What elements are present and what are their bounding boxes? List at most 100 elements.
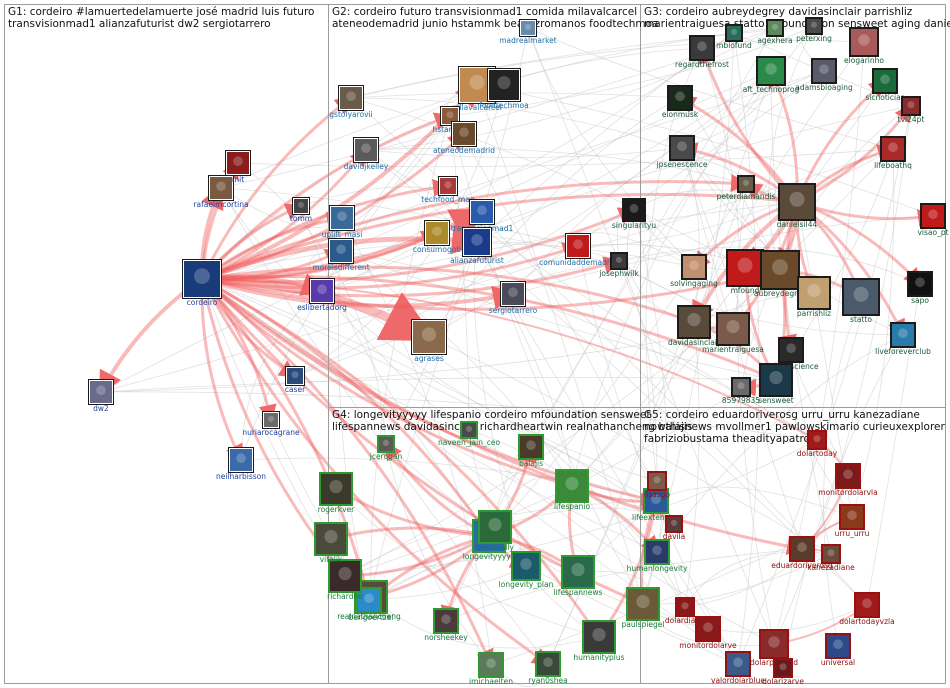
node-davila[interactable]: davila: [663, 516, 686, 542]
avatar-portrait-icon: [520, 558, 531, 569]
avatar-portrait-icon: [477, 205, 487, 215]
avatar-portrait-icon: [317, 284, 327, 294]
avatar-portrait-icon: [737, 382, 744, 389]
group-title-g4-line2: lifespannews davidasinclair richardheart…: [332, 421, 692, 433]
node-brentnally[interactable]: brentnally: [476, 511, 515, 553]
group-title-g1-line2: transvisionmad1 alianzafuturist dw2 serg…: [8, 18, 271, 30]
node-label: humanityplus: [573, 653, 624, 662]
node-imichaelten[interactable]: imichaelten: [469, 653, 513, 687]
node-davidjkelley[interactable]: davidjkelley: [344, 138, 389, 172]
node-label: jpsenescence: [656, 160, 708, 169]
node-aft_technoprog[interactable]: aft_technoprog: [743, 57, 800, 95]
node-label: agexhera: [757, 36, 792, 45]
node-cordeiro[interactable]: cordeiro: [183, 260, 222, 308]
node-label: uplift_masi: [322, 230, 363, 239]
avatar-portrait-icon: [337, 211, 347, 221]
node-label: parrishliz: [797, 309, 831, 318]
node-neilharbisson[interactable]: neilharbisson: [216, 448, 266, 482]
avatar-portrait-icon: [233, 156, 243, 166]
node-ryan0shea[interactable]: ryan0shea: [528, 652, 568, 686]
avatar-portrait-icon: [915, 277, 925, 287]
node-label: peterdiamandis: [717, 192, 776, 201]
node-label: dolartodayvzla: [839, 617, 895, 626]
group-title-g2-line2: ateneodemadrid junio hstammk beatrizroma…: [332, 18, 658, 30]
node-n85979835[interactable]: 85979835: [722, 378, 760, 406]
avatar-portrait-icon: [361, 143, 371, 153]
node-dolardiario[interactable]: dolardiario: [665, 598, 706, 626]
node-label: ateneodemadrid: [433, 146, 495, 155]
node-lifespanio[interactable]: lifespanio: [554, 470, 591, 512]
node-label: humanlongevity: [627, 564, 688, 573]
avatar-portrait-icon: [497, 76, 510, 89]
node-label: adamsbioaging: [795, 83, 853, 92]
node-dw2[interactable]: dw2: [89, 380, 114, 414]
group-title-g2-line1: G2: cordeiro futuro transvisionmad1 comi…: [332, 6, 637, 18]
node-label: sensweet: [758, 396, 794, 405]
avatar-portrait-icon: [653, 476, 660, 483]
avatar-portrait-icon: [786, 343, 796, 353]
node-urru_urru[interactable]: urru_urru: [835, 505, 870, 539]
node-label: regardthefrost: [675, 60, 729, 69]
avatar-portrait-icon: [194, 268, 210, 284]
node-label: norsheekey: [424, 633, 468, 642]
node-singularityu[interactable]: singularityu: [612, 199, 656, 231]
avatar-portrait-icon: [813, 435, 820, 442]
node-tvi24pt[interactable]: tvi24pt: [898, 97, 925, 125]
node-label: urru_urru: [835, 529, 870, 538]
avatar-portrait-icon: [383, 440, 389, 446]
node-davidasinclair[interactable]: davidasinclair: [668, 306, 721, 348]
node-label: imichaelten: [469, 677, 513, 686]
node-solvingaging[interactable]: solvingaging: [670, 255, 718, 289]
node-universal[interactable]: universal: [821, 634, 855, 668]
avatar-portrait-icon: [216, 181, 226, 191]
node-sicnoticias[interactable]: sicnoticias: [865, 69, 904, 103]
node-jcerogan[interactable]: jcerogan: [369, 436, 403, 462]
avatar-portrait-icon: [236, 453, 246, 463]
avatar-portrait-icon: [731, 29, 737, 35]
node-rogerkver[interactable]: rogerkver: [318, 473, 355, 515]
node-label: paulspiegel: [621, 620, 664, 629]
node-liveforeverclub[interactable]: liveforeverclub: [875, 323, 931, 357]
node-paulspiegel[interactable]: paulspiegel: [621, 588, 664, 630]
group-title-g5-line1: G5: cordeiro eduardoriverosg urru_urru k…: [644, 409, 920, 421]
node-label: neilharbisson: [216, 472, 266, 481]
node-label: naveen_jain_ceo: [438, 438, 501, 447]
node-parrishliz[interactable]: parrishliz: [797, 277, 831, 319]
node-comunidaddemadrid[interactable]: comunidaddemadrid: [539, 234, 617, 268]
avatar-portrait-icon: [324, 530, 337, 543]
avatar-portrait-icon: [772, 259, 788, 275]
node-agrases[interactable]: agrases: [412, 320, 447, 364]
avatar-portrait-icon: [858, 34, 869, 45]
background-edge: [345, 350, 791, 576]
node-label: lifespanio: [554, 502, 591, 511]
node-label: kanezadiane: [807, 563, 855, 572]
node-label: moreisdifferent: [312, 263, 369, 272]
node-label: dw2: [93, 404, 109, 413]
node-humanlongevity[interactable]: humanlongevity: [627, 540, 688, 574]
group-title-g2: G2: cordeiro futuro transvisionmad1 comi…: [332, 6, 658, 30]
node-elogarinho[interactable]: elogarinho: [844, 28, 884, 66]
node-danielsil44[interactable]: danielsil44: [777, 184, 818, 230]
node-label: richardhe: [327, 592, 363, 601]
avatar-portrait-icon: [772, 24, 778, 30]
node-sapo[interactable]: sapo: [908, 272, 933, 306]
node-dolartodayvzla[interactable]: dolartodayvzla: [839, 593, 895, 627]
avatar-portrait-icon: [441, 614, 451, 624]
node-label: davidjkelley: [344, 162, 389, 171]
node-tommy[interactable]: tomm: [290, 198, 312, 224]
node-label: liveforeverclub: [875, 347, 931, 356]
node-caser[interactable]: caser: [285, 367, 306, 395]
group-title-g1-line1: G1: cordeiro #lamuertedelamuerte josé ma…: [8, 6, 314, 18]
avatar-portrait-icon: [508, 287, 518, 297]
node-richardheartwin[interactable]: richardhe: [327, 560, 363, 602]
node-lisasgo[interactable]: lisasgo: [644, 472, 670, 500]
node-sensweet[interactable]: sensweet: [758, 364, 794, 406]
node-norsheekey[interactable]: norsheekey: [424, 609, 468, 643]
avatar-portrait-icon: [681, 602, 688, 609]
node-elonmusk[interactable]: elonmusk: [662, 86, 699, 120]
node-balajis[interactable]: balajis: [519, 435, 544, 469]
node-statto[interactable]: statto: [843, 279, 880, 325]
avatar-portrait-icon: [525, 24, 531, 30]
node-visao_pt[interactable]: visao_pt: [917, 204, 948, 238]
node-monitordolarvla[interactable]: monitordolarvla: [818, 464, 877, 498]
